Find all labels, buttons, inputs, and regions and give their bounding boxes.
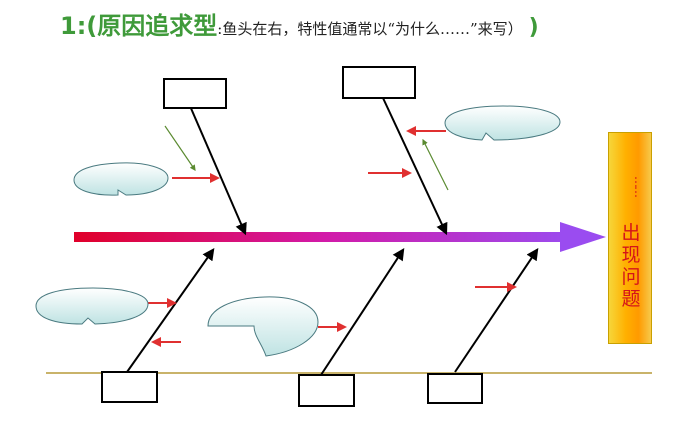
lower-bone-1 xyxy=(126,248,215,373)
bubble-3 xyxy=(35,287,149,325)
green-sub-arrow-1 xyxy=(164,125,196,171)
green-sub-arrow-2 xyxy=(422,138,449,191)
lower-bone-2 xyxy=(318,247,405,379)
cause-box-upper-2[interactable] xyxy=(342,66,416,99)
cause-box-lower-1[interactable] xyxy=(101,371,158,403)
spine-arrowhead xyxy=(560,222,606,252)
title: 1:(原因追求型 :鱼头在右，特性值通常以“为什么……”来写） ) xyxy=(60,6,539,42)
bubble-4 xyxy=(207,296,319,357)
lower-bone-3 xyxy=(454,248,539,373)
upper-bone-1 xyxy=(189,105,247,236)
fish-head-dots: …… xyxy=(632,176,646,196)
cause-box-upper-1[interactable] xyxy=(163,78,227,109)
cause-box-lower-3[interactable] xyxy=(427,373,483,404)
upper-bone-2 xyxy=(382,97,448,236)
fish-head-label: 出现问题 xyxy=(621,222,641,310)
bubble-1 xyxy=(73,162,169,196)
fish-head-box xyxy=(608,132,652,344)
bubble-2 xyxy=(444,105,561,141)
title-subtitle: :鱼头在右，特性值通常以“为什么……”来写） xyxy=(217,20,523,38)
cause-box-lower-2[interactable] xyxy=(298,374,355,407)
spine xyxy=(74,232,574,242)
title-close-paren: ) xyxy=(528,15,539,40)
title-main: 1:(原因追求型 xyxy=(60,12,218,40)
